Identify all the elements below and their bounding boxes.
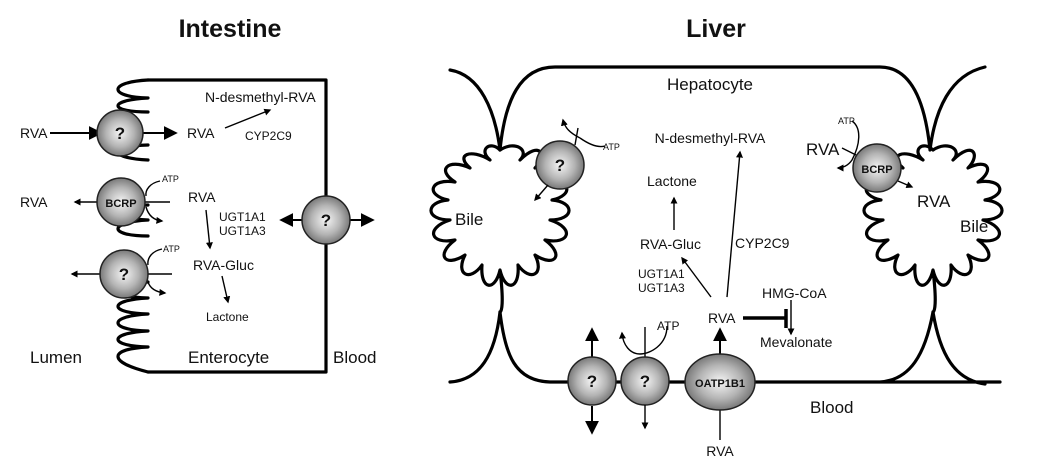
transporter-label: ? bbox=[321, 211, 331, 230]
intestine-n-desmethyl-rva: N-desmethyl-RVA bbox=[205, 89, 316, 105]
intestine-cyp2c9: CYP2C9 bbox=[245, 129, 292, 143]
liver-oatp1b1-transporter[interactable]: OATP1B1 bbox=[684, 327, 756, 440]
liver-rva-cell: RVA bbox=[708, 310, 736, 326]
transporter-label: ? bbox=[555, 156, 565, 175]
ugt-arrow bbox=[205, 209, 213, 250]
intestine-title: Intestine bbox=[179, 15, 282, 43]
intestine-apical-unknown-transporter-2[interactable]: ? bbox=[70, 248, 172, 298]
intestine-basolateral-unknown-transporter[interactable]: ? bbox=[279, 195, 375, 245]
intestine-bcrp-transporter[interactable]: BCRP bbox=[73, 177, 170, 226]
intestine-atp-2: ATP bbox=[163, 244, 180, 254]
hepatocyte-membrane-top bbox=[448, 65, 987, 152]
liver-panel: Liver Hepatocyte Bile Bile Blood ? ATP N… bbox=[429, 15, 1004, 459]
liver-cyp2c9-arrow bbox=[726, 150, 743, 298]
intestine-rva-cell-1: RVA bbox=[187, 125, 215, 141]
transporter-label: ? bbox=[115, 124, 125, 143]
intestine-atp-1: ATP bbox=[162, 174, 179, 184]
intestine-rva-lumen-1: RVA bbox=[20, 125, 48, 141]
liver-title: Liver bbox=[686, 15, 746, 43]
liver-ugt1a1: UGT1A1 bbox=[638, 267, 685, 281]
intestine-lactone: Lactone bbox=[206, 310, 249, 324]
liver-sinusoidal-unknown-transporter-2[interactable]: ? bbox=[618, 325, 670, 430]
region-blood-liver: Blood bbox=[810, 398, 853, 417]
liver-rva-bcrp-in: RVA bbox=[806, 140, 840, 159]
region-bile-left: Bile bbox=[455, 210, 483, 229]
liver-atp-bottom: ATP bbox=[657, 319, 679, 333]
liver-ugt1a3: UGT1A3 bbox=[638, 281, 685, 295]
region-lumen: Lumen bbox=[30, 348, 82, 367]
region-hepatocyte: Hepatocyte bbox=[667, 75, 753, 94]
liver-sinusoidal-unknown-transporter-1[interactable]: ? bbox=[567, 327, 617, 435]
intestine-ugt1a1: UGT1A1 bbox=[219, 210, 266, 224]
region-blood-intestine: Blood bbox=[333, 348, 376, 367]
transporter-label: ? bbox=[587, 372, 597, 391]
region-enterocyte: Enterocyte bbox=[188, 348, 269, 367]
transporter-label: OATP1B1 bbox=[695, 378, 745, 390]
liver-mevalonate: Mevalonate bbox=[760, 334, 833, 350]
liver-canalicular-unknown-transporter[interactable]: ? bbox=[534, 118, 606, 202]
liver-rva-gluc: RVA-Gluc bbox=[640, 236, 701, 252]
liver-ugt-arrow bbox=[681, 256, 712, 298]
liver-atp-right: ATP bbox=[838, 116, 855, 126]
cyp2c9-arrow bbox=[224, 108, 272, 129]
intestine-ugt1a3: UGT1A3 bbox=[219, 224, 266, 238]
transporter-label: ? bbox=[640, 372, 650, 391]
intestine-rva-gluc: RVA-Gluc bbox=[193, 257, 254, 273]
liver-atp-left: ATP bbox=[603, 142, 620, 152]
lactonization-arrow bbox=[221, 275, 231, 304]
liver-n-desmethyl-rva: N-desmethyl-RVA bbox=[655, 130, 766, 146]
intestine-apical-unknown-transporter-1[interactable]: ? bbox=[50, 109, 178, 157]
transporter-label: BCRP bbox=[105, 198, 136, 210]
liver-cyp2c9: CYP2C9 bbox=[735, 235, 790, 251]
transporter-label: ? bbox=[119, 265, 129, 284]
liver-bcrp-transporter[interactable]: BCRP bbox=[836, 120, 914, 193]
transporter-label: BCRP bbox=[861, 164, 892, 176]
liver-rva-blood: RVA bbox=[706, 443, 734, 459]
intestine-panel: Intestine ? RVA RVA N-desmethyl-RVA CYP2… bbox=[20, 15, 376, 374]
liver-lactone: Lactone bbox=[647, 173, 697, 189]
liver-hmg-coa: HMG-CoA bbox=[762, 285, 827, 301]
intestine-rva-lumen-2: RVA bbox=[20, 194, 48, 210]
liver-rva-bcrp-out: RVA bbox=[917, 192, 951, 211]
region-bile-right: Bile bbox=[960, 217, 988, 236]
intestine-rva-cell-2: RVA bbox=[188, 189, 216, 205]
